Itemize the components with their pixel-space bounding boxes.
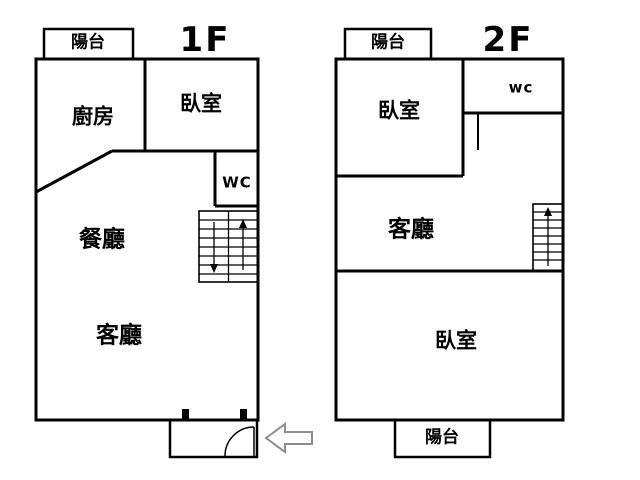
floor1-living-label: 客廳 [96, 322, 142, 349]
kitchen-diagonal-wall [35, 149, 113, 194]
floor2-balcony-bottom-label: 陽台 [425, 427, 459, 448]
floor2-bedroom-top-label: 臥室 [378, 98, 420, 123]
floor1-dining-label: 餐廳 [79, 226, 125, 253]
stairs-down-arrow-icon [210, 264, 218, 273]
floor1-wc-label: WC [222, 173, 252, 192]
floor1-outline [34, 57, 260, 422]
floor1-balcony-label: 陽台 [71, 32, 105, 53]
floor1-bedroom-label: 臥室 [180, 91, 222, 116]
entry-porch-outline [168, 420, 259, 459]
floor2-wc-label: wc [508, 78, 534, 97]
floor2-bedroom-bottom-label: 臥室 [435, 328, 477, 353]
floor1-balcony-outline [42, 27, 135, 61]
floor1-kitchen-label: 廚房 [72, 104, 114, 129]
door-post-icon [240, 409, 247, 420]
floor2-title: 2F [482, 20, 534, 60]
floor2-living-label: 客廳 [388, 216, 434, 243]
door-arc-icon [224, 426, 255, 457]
floor1-plan [34, 27, 260, 459]
door-post-icon [182, 409, 189, 420]
floor2-plan [334, 27, 565, 459]
floor2-balcony-bottom-outline [393, 418, 492, 459]
floor1-title: 1F [179, 20, 231, 60]
floor2-balcony-top-label: 陽台 [371, 32, 405, 53]
floor2-balcony-top-outline [343, 27, 433, 61]
floor1-stairs-icon [198, 210, 259, 283]
entrance-arrow-icon [264, 422, 313, 454]
stairs-up-arrow-icon [239, 219, 247, 228]
floor2-stairs-icon [532, 203, 564, 272]
stairs-up-arrow-icon [544, 207, 552, 216]
